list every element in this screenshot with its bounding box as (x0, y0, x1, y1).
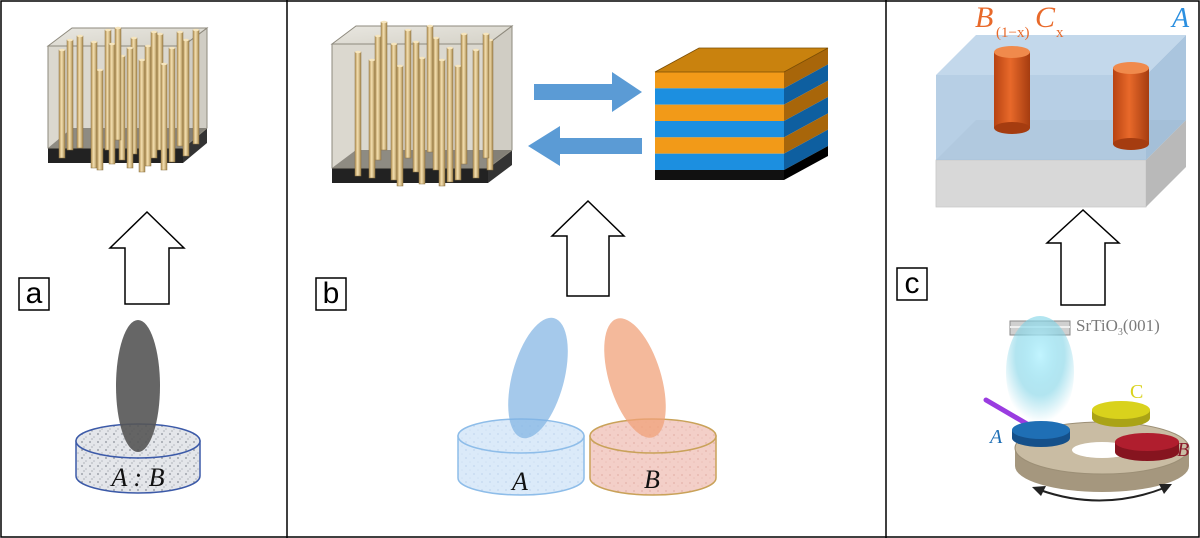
nanopillar (432, 36, 440, 171)
panel-tag: a (26, 277, 43, 310)
multilayer-cube (654, 47, 829, 180)
panel-tag: b (323, 277, 340, 310)
rotation-arrowhead-right (1159, 484, 1172, 494)
nanopillar (368, 58, 376, 179)
panel-tag: c (905, 267, 920, 300)
target-label: A : B (110, 463, 165, 492)
nanopillar (412, 40, 420, 173)
label-c: C (1035, 1, 1056, 34)
nanopillar (438, 58, 446, 187)
arrow-right (534, 72, 642, 112)
nanopillar (472, 48, 480, 179)
label-c-subscript: x (1056, 25, 1064, 41)
hollow-up-arrow (550, 199, 626, 297)
nanopillar (192, 28, 200, 145)
nanopillar-array (354, 20, 494, 187)
nanopillar (168, 46, 176, 163)
nanopillar (454, 64, 462, 181)
substrate-label-tail: (001) (1123, 316, 1160, 335)
nanopillar (354, 50, 362, 177)
nanopillar (138, 58, 146, 173)
carousel-label-c: C (1130, 381, 1143, 403)
panel-b: b A B (315, 20, 829, 496)
nanopillar (126, 46, 134, 169)
pillar-composition-label: B (1−x) C x (975, 1, 1064, 41)
nanopillar (404, 28, 412, 159)
nanopillar (418, 56, 426, 185)
matrix-block (935, 35, 1186, 208)
nanopillar (482, 32, 490, 159)
nanopillar (150, 30, 158, 159)
plume-b (604, 318, 666, 438)
rotation-arrowhead-left (1032, 486, 1046, 496)
carousel-label-b: B (1177, 439, 1189, 461)
substrate-label-sub: 3 (1118, 327, 1123, 338)
label-b-subscript: (1−x) (996, 25, 1029, 41)
vertical-nanocomposite-cube (330, 20, 514, 187)
nanopillar (76, 34, 84, 149)
target-a-label: A (510, 467, 528, 496)
matrix-label: A (1170, 3, 1190, 34)
nanopillar (114, 26, 122, 141)
panel-c: B (1−x) C x A c SrTiO3(001) (896, 1, 1190, 502)
nanopillar (66, 38, 74, 151)
target-b (589, 418, 717, 496)
nanopillar (182, 38, 190, 157)
hollow-up-arrow (1045, 208, 1121, 306)
pillar (1113, 62, 1149, 150)
nanopillar (160, 62, 168, 171)
arrow-left (528, 126, 642, 166)
label-b: B (975, 1, 993, 34)
plume-a (508, 317, 568, 439)
carousel-label-a: A (988, 426, 1003, 448)
pillar (994, 46, 1030, 134)
nanopillar (374, 34, 382, 161)
nanopillar (108, 42, 116, 165)
target-c (1092, 401, 1150, 427)
nanopillar (460, 32, 468, 165)
panel-a: a A : B (18, 26, 209, 494)
panel-tag-box (315, 277, 347, 311)
nanopillar (380, 20, 388, 151)
target-b-label: B (644, 465, 660, 494)
target-b (1115, 433, 1179, 461)
nanopillar (58, 48, 66, 159)
nanopillar-array (58, 26, 200, 173)
panel-tag-box (896, 267, 928, 301)
target-carousel (1012, 401, 1190, 492)
panel-tag-box (18, 277, 50, 311)
rotation-arrow (1039, 487, 1165, 502)
hollow-up-arrow (108, 210, 186, 305)
substrate-label-main: SrTiO (1076, 316, 1118, 335)
laser-plume (116, 320, 160, 452)
nanopillar (426, 24, 434, 153)
target-a (1012, 421, 1070, 447)
vertical-nanocomposite-cube (46, 26, 209, 173)
substrate-label: SrTiO3(001) (1076, 316, 1160, 338)
nanopillar (446, 46, 454, 183)
nanopillar (396, 64, 404, 187)
nanopillar (390, 42, 398, 181)
nanopillar (144, 44, 152, 167)
nanopillar (176, 30, 184, 147)
nanopillar (96, 68, 104, 171)
nanopillar (90, 40, 98, 169)
laser-plume (1006, 316, 1074, 428)
